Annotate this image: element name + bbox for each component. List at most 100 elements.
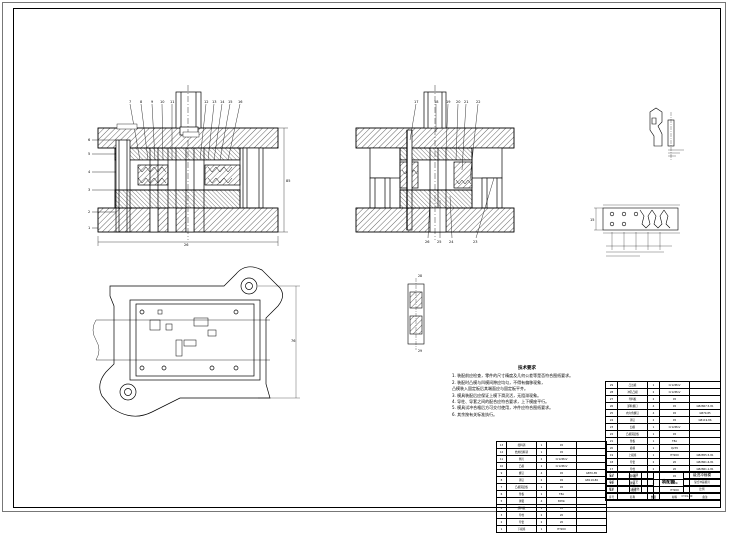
- parts-list-cell: [576, 448, 607, 456]
- drawing-number: CY01-00: [653, 492, 721, 500]
- front-section-view: [92, 85, 288, 246]
- parts-list-cell: 45: [546, 483, 577, 491]
- plan-view: [92, 266, 300, 417]
- parts-list-cell: 卸料板: [506, 504, 537, 512]
- parts-list-cell: [689, 388, 721, 396]
- parts-list-cell: 2: [647, 416, 660, 424]
- note-line: 6. 其余按有关标准执行。: [452, 411, 498, 417]
- side-label-19: 19: [446, 100, 450, 104]
- parts-list-cell: 凸凹模: [617, 381, 648, 389]
- strip-section-label-top: 28: [418, 274, 422, 278]
- parts-list-cell: 1: [647, 444, 660, 452]
- note-line: 2. 装配时凸模与凹模间隙应均匀，不得有偏移现象，: [452, 379, 546, 385]
- parts-list-cell: 2: [647, 395, 660, 403]
- parts-list-cell: [576, 497, 607, 505]
- title-block-cell: 日期: [629, 471, 642, 479]
- front-label-9: 9: [151, 100, 153, 104]
- parts-list-cell: [576, 455, 607, 463]
- parts-list-cell: [576, 518, 607, 526]
- parts-list-cell: T8A: [659, 437, 690, 445]
- parts-list-cell: 45: [659, 416, 690, 424]
- parts-list-cell: 凸模固定板: [617, 430, 648, 438]
- side-label-24: 24: [449, 240, 454, 244]
- parts-list-cell: Q235: [659, 444, 690, 452]
- parts-list-cell: GB119-86: [689, 416, 721, 424]
- parts-list-cell: 侧刃: [506, 455, 537, 463]
- assembly-drawing: 7 8 9 10 11 12 13 14 15 16 6 5 4 3 2 1 2…: [88, 85, 684, 417]
- parts-list-cell: 1: [496, 525, 507, 533]
- part-detail-view: [649, 107, 684, 160]
- parts-list-cell: 45: [546, 504, 577, 512]
- technical-requirements: 技术要求 1. 装配前应检查，零件的尺寸精度及几何公差等是否符合图纸要求。 2.…: [452, 366, 602, 418]
- parts-list-cell: 20: [605, 444, 618, 452]
- title-block-cell: 批准: [605, 485, 618, 493]
- strip-section-view: [407, 278, 425, 350]
- parts-list-cell: 20: [659, 458, 690, 466]
- parts-list-cell: 27: [605, 395, 618, 403]
- parts-list-cell: 1: [536, 462, 547, 470]
- parts-list-cell: GB2867.5-81: [689, 402, 721, 410]
- parts-list-cell: 2: [496, 518, 507, 526]
- parts-list-cell: GB70-85: [689, 409, 721, 417]
- parts-list-cell: [689, 395, 721, 403]
- plan-view-dimension: 76: [291, 339, 295, 343]
- parts-list-cell: 3: [496, 511, 507, 519]
- parts-list-cell: 1: [536, 483, 547, 491]
- parts-list-cell: 26: [605, 402, 618, 410]
- parts-list-cell: 2: [647, 458, 660, 466]
- parts-list-cell: 45: [659, 395, 690, 403]
- side-label-20: 20: [456, 100, 460, 104]
- note-line: 1. 装配前应检查，零件的尺寸精度及几何公差等是否符合图纸要求。: [452, 373, 574, 379]
- parts-list-cell: 45: [546, 469, 577, 477]
- parts-list-cell: 4: [536, 497, 547, 505]
- parts-list-cell: 21: [605, 437, 618, 445]
- title-block: 设计 日期 装配图 级进冲裁模 审核 工艺 复合冲裁模具 批准 标准化 比例: [605, 471, 721, 500]
- parts-list-cell: 4: [496, 504, 507, 512]
- parts-list-cell: 45: [659, 409, 690, 417]
- parts-list-cell: 凹模: [617, 423, 648, 431]
- parts-list-cell: [576, 504, 607, 512]
- parts-list-cell: 卸料螺钉: [617, 402, 648, 410]
- parts-list-cell: GB70-85: [576, 469, 607, 477]
- parts-list-cell: HT200: [546, 525, 577, 533]
- front-label-15: 15: [228, 100, 232, 104]
- side-label-22: 22: [476, 100, 480, 104]
- parts-list-cell: 1: [647, 423, 660, 431]
- parts-list-cell: 5: [496, 497, 507, 505]
- parts-list-cell: 1: [647, 437, 660, 445]
- parts-list-cell: 1: [647, 381, 660, 389]
- parts-list-cell: 19: [605, 451, 618, 459]
- parts-list-cell: 12: [496, 448, 507, 456]
- parts-list-cell: 弹簧: [506, 497, 537, 505]
- parts-list-cell: 20: [546, 518, 577, 526]
- parts-list-cell: 22: [605, 430, 618, 438]
- parts-list-cell: 1: [536, 504, 547, 512]
- front-width-dimension: 26: [184, 243, 188, 247]
- parts-list-cell: [689, 437, 721, 445]
- parts-list-cell: 2: [536, 476, 547, 484]
- parts-list-cell: 2: [536, 518, 547, 526]
- parts-list-cell: [689, 444, 721, 452]
- front-height-dimension: 85: [286, 179, 290, 183]
- parts-list-cell: 7: [496, 483, 507, 491]
- parts-list-cell: 凸模固定板: [506, 483, 537, 491]
- parts-list-cell: GB2861.6-81: [689, 458, 721, 466]
- parts-list-cell: 挡料销: [506, 441, 537, 449]
- parts-list-cell: 28: [605, 388, 618, 396]
- note-line: 凸模装入固定板后其端面应与固定板平齐。: [452, 386, 528, 392]
- parts-list-cell: 45: [659, 430, 690, 438]
